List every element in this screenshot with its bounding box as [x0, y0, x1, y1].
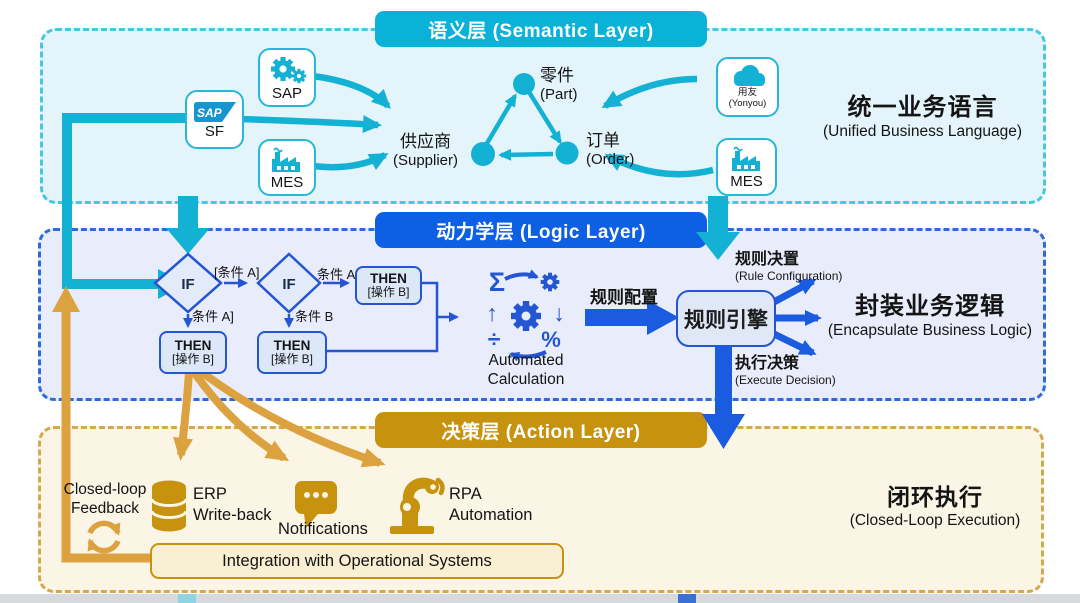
up-arrow-glyph: ↑: [486, 300, 498, 326]
down-arrow-glyph: ↓: [553, 300, 565, 326]
rule-configuration-caption: 规则决置 (Rule Configuration): [735, 251, 843, 284]
condition-b-label: 条件 B: [295, 309, 334, 324]
engine-fan-arrow-down: [770, 329, 817, 357]
sap-system-box: SAP: [258, 48, 316, 107]
arrow-mes-right-to-order: [604, 153, 714, 178]
thick-arrow-config-to-engine: [585, 300, 679, 335]
part-label: 零件 (Part): [540, 66, 578, 103]
yonyou-system-box: 用友 (Yonyou): [716, 57, 779, 117]
mes-left-label: MES: [270, 173, 304, 191]
notifications-label: Notifications: [278, 520, 368, 538]
part-node: [513, 73, 535, 95]
automated-calculation-label: Automated Calculation: [487, 352, 565, 389]
database-icon: [150, 480, 188, 532]
speech-bubble-icon: [295, 481, 337, 528]
thick-down-arrow-execute: [702, 341, 745, 449]
sap-logo-text: SAP: [197, 106, 223, 120]
action-layer-banner: 决策层 (Action Layer): [375, 412, 707, 448]
then-box-left: THEN [操作 B]: [159, 331, 227, 374]
sf-label: SF: [204, 122, 225, 140]
bottom-edge-strip: [0, 594, 1080, 603]
arrow-then-to-rpa: [196, 366, 386, 468]
bottom-edge-accent-cyan: [178, 594, 196, 603]
mes-right-label: MES: [730, 173, 763, 190]
engine-fan-arrow-up: [770, 277, 817, 307]
arrow-sf-to-supplier: [239, 115, 382, 134]
gear-calculation-icon: Σ ↑ ↓ ÷ %: [486, 267, 565, 362]
arrow-then-to-notifications: [190, 369, 290, 462]
arrow-yonyou-to-triangle: [601, 75, 698, 109]
sap-sf-system-box: SAP SF: [185, 90, 244, 149]
sap-logo-icon: SAP: [193, 101, 236, 122]
order-node: [555, 141, 579, 165]
arrow-sap-to-supplier: [312, 72, 391, 109]
if-label-1: IF: [181, 276, 194, 293]
supplier-label: 供应商 (Supplier): [392, 132, 459, 169]
rule-engine-box: 规则引擎: [676, 290, 776, 347]
condition-a-bracket-label: [条件 A]: [214, 265, 260, 280]
if-label-2: IF: [282, 276, 295, 293]
feedback-pipe: [52, 286, 152, 563]
arrow-then-to-erp: [173, 371, 193, 461]
cloud-icon: [733, 65, 765, 87]
if-then-flowchart: IF IF: [153, 252, 459, 353]
integration-box: Integration with Operational Systems: [150, 543, 564, 579]
factory-icon: [731, 146, 760, 171]
entity-triangle: [471, 73, 579, 166]
mes-right-system-box: MES: [716, 138, 777, 196]
condition-a-label: 条件 A: [317, 267, 356, 282]
supplier-node: [471, 142, 495, 166]
logic-layer-title: 封装业务逻辑 (Encapsulate Business Logic): [827, 293, 1033, 339]
mes-left-system-box: MES: [258, 139, 316, 196]
erp-writeback-label: ERP Write-back: [193, 485, 272, 524]
robot-arm-icon: [390, 477, 445, 534]
circular-arrows-icon: [87, 520, 121, 554]
thick-down-arrow-to-if: [166, 196, 210, 254]
then-box-top: THEN [操作 B]: [355, 266, 422, 305]
sigma-glyph: Σ: [489, 267, 505, 297]
action-layer-title: 闭环执行 (Closed-Loop Execution): [849, 484, 1021, 529]
bottom-edge-accent-blue: [678, 594, 696, 603]
rpa-automation-label: RPA Automation: [449, 485, 533, 524]
semantic-layer-title: 统一业务语言 (Unified Business Language): [822, 94, 1023, 140]
divide-glyph: ÷: [488, 326, 501, 352]
execute-decision-caption: 执行决策 (Execute Decision): [735, 355, 836, 388]
sap-label: SAP: [271, 84, 302, 102]
gears-icon: [270, 56, 307, 83]
logic-layer-banner: 动力学层 (Logic Layer): [375, 212, 707, 248]
semantic-layer-banner: 语义层 (Semantic Layer): [375, 11, 707, 47]
arrow-mes-to-supplier: [312, 152, 389, 171]
if-diamond-2: [256, 252, 322, 314]
closed-loop-feedback-label: Closed-loop Feedback: [63, 481, 147, 518]
factory-icon: [272, 147, 300, 172]
if-diamond-1: [153, 252, 223, 314]
rule-config-arrow-label: 规则配置: [590, 288, 658, 307]
yonyou-label-en: (Yonyou): [728, 98, 767, 109]
condition-a1-label: 条件 A]: [192, 309, 234, 324]
thick-down-arrow-to-rule-area: [696, 196, 740, 260]
yonyou-label-cn: 用友: [737, 87, 757, 99]
order-label: 订单 (Order): [586, 131, 635, 168]
then-box-mid: THEN [操作 B]: [257, 331, 327, 374]
percent-glyph: %: [541, 327, 561, 352]
